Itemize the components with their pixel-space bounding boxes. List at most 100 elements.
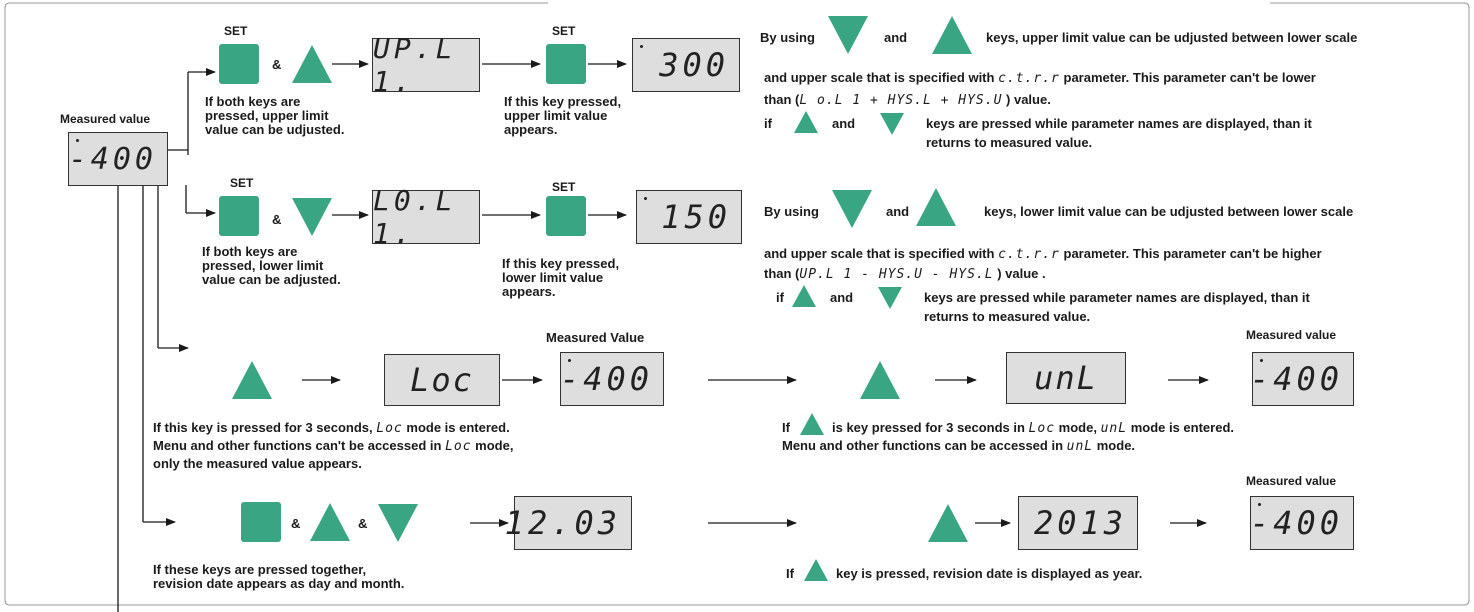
measured-value-caption: Measured Value (546, 330, 645, 345)
measured-value-label: Measured value (1246, 474, 1337, 488)
down-key-icon (832, 190, 872, 228)
set-key[interactable] (241, 502, 281, 542)
upl-value-text: 300 (659, 46, 729, 84)
loc-measured-text: -400 (559, 360, 653, 398)
row1-line3: than (L o.L 1 + HYS.L + HYS.U ) value. (764, 92, 1051, 108)
measured-value-label: Measured value (60, 112, 151, 126)
row2-by-using: By using (764, 204, 819, 219)
row2-both-keys-line2: pressed, lower limit (202, 258, 324, 273)
up-key[interactable] (292, 45, 332, 83)
lol-display-text: L0.L 1. (373, 184, 457, 250)
row1-if: if (764, 116, 772, 131)
down-key[interactable] (292, 198, 332, 236)
set-key[interactable] (219, 44, 259, 84)
row1-both-keys-line3: value can be udjusted. (205, 122, 345, 137)
upl-display-text: UP.L 1. (373, 32, 457, 98)
up-key-icon (932, 16, 972, 54)
row4-left-line1: If these keys are pressed together, (153, 562, 367, 577)
ampersand: & (272, 57, 282, 72)
revision-year-text: 2013 (1033, 504, 1127, 542)
down-key[interactable] (378, 504, 418, 542)
up-key-icon (800, 413, 824, 435)
row1-keys-text: keys, upper limit value can be udjusted … (986, 30, 1358, 45)
lol-value-display: 150 (636, 190, 742, 244)
down-key-icon (878, 287, 902, 309)
upl-value-display: 300 (632, 38, 740, 92)
row1-this-key-line3: appears. (504, 122, 558, 137)
row1-this-key-line2: upper limit value (504, 108, 608, 123)
row2-if: if (776, 290, 784, 305)
set-label: SET (552, 24, 576, 38)
unl-display-text: unL (1034, 359, 1098, 397)
row1-line2: and upper scale that is specified with c… (764, 70, 1316, 86)
up-key[interactable] (928, 504, 968, 542)
row1-by-using: By using (760, 30, 815, 45)
loc-display-text: Loc (410, 361, 474, 399)
up-key[interactable] (860, 361, 900, 399)
row2-line3: than (UP.L 1 - HYS.U - HYS.L ) value . (764, 266, 1046, 282)
row1-this-key-line1: If this key pressed, (504, 94, 622, 109)
down-key-icon (828, 16, 868, 54)
set-label: SET (552, 180, 576, 194)
up-key[interactable] (310, 503, 350, 541)
row2-both-keys-line3: value can be adjusted. (202, 272, 341, 287)
row2-and2: and (830, 290, 854, 305)
row1-and: and (884, 30, 908, 45)
ampersand: & (272, 212, 282, 227)
row2-line5: returns to measured value. (924, 309, 1091, 324)
revision-measured-text: -400 (1249, 504, 1343, 542)
lol-value-text: 150 (661, 198, 731, 236)
row2-this-key-line2: lower limit value (502, 270, 604, 285)
up-key-icon (804, 559, 828, 581)
row4-right-if: If (786, 566, 794, 581)
loc-measured-display: -400 (560, 352, 664, 406)
row1-both-keys-line2: pressed, upper limit (205, 108, 329, 123)
row3-left-line1: If this key is pressed for 3 seconds, Lo… (153, 420, 510, 436)
revision-year-display: 2013 (1018, 496, 1138, 550)
row3-left-line2: Menu and other functions can't be access… (153, 438, 514, 454)
measured-display-value: -400 (68, 141, 157, 177)
up-key-icon (792, 285, 816, 307)
revision-day-month-display: 12.03 (505, 496, 632, 550)
up-key-icon (794, 111, 818, 133)
row1-line5: returns to measured value. (926, 135, 1093, 150)
row4-left-line2: revision date appears as day and month. (153, 576, 405, 591)
set-key[interactable] (546, 196, 586, 236)
row1-line4: keys are pressed while parameter names a… (926, 116, 1312, 131)
set-key[interactable] (219, 196, 259, 236)
row1-both-keys-line1: If both keys are (205, 94, 301, 109)
upl-display: UP.L 1. (372, 32, 480, 98)
unl-measured-display: -400 (1249, 352, 1354, 406)
measured-display: -400 (68, 132, 168, 186)
row2-this-key-line3: appears. (502, 284, 556, 299)
set-key[interactable] (546, 44, 586, 84)
row2-keys-text: keys, lower limit value can be udjusted … (984, 204, 1354, 219)
row2-both-keys-line1: If both keys are (202, 244, 298, 259)
up-key[interactable] (232, 361, 272, 399)
set-label: SET (230, 176, 254, 190)
unl-measured-text: -400 (1249, 360, 1343, 398)
row3-right-if: If (782, 420, 790, 435)
ampersand: & (291, 516, 301, 531)
row4-right-text: key is pressed, revision date is display… (836, 566, 1143, 581)
loc-display: Loc (384, 354, 500, 406)
ampersand: & (358, 516, 368, 531)
up-key-icon (916, 188, 956, 226)
row2-line2: and upper scale that is specified with c… (764, 246, 1322, 262)
row1-and2: and (832, 116, 856, 131)
row3-right-line1: is key pressed for 3 seconds in Loc mode… (832, 420, 1234, 436)
row2-line4: keys are pressed while parameter names a… (924, 290, 1310, 305)
revision-day-month-text: 12.03 (504, 504, 621, 542)
row3-left-line3: only the measured value appears. (153, 456, 362, 471)
row3-right-line2: Menu and other functions can be accessed… (782, 438, 1136, 454)
revision-measured-display: -400 (1250, 496, 1354, 550)
measured-value-label: Measured value (1246, 328, 1337, 342)
row2-this-key-line1: If this key pressed, (502, 256, 620, 271)
set-label: SET (224, 24, 248, 38)
row2-and: and (886, 204, 910, 219)
lol-display: L0.L 1. (372, 184, 480, 250)
unl-display: unL (1006, 352, 1126, 404)
down-key-icon (880, 113, 904, 135)
